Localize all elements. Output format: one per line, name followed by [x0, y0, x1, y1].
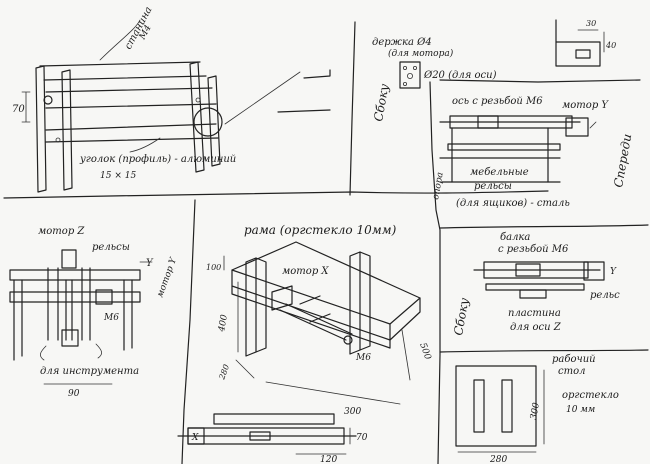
holder-detail-sketch: держка Ø4 (для мотора) Ø20 (для оси) Сбо… — [371, 19, 616, 123]
rels-mid-right-label: рельс — [590, 290, 620, 301]
mebelnye-label: мебельные — [470, 167, 529, 178]
frame-title: рама (оргстекло 10мм) — [244, 223, 397, 237]
motor-z-label: мотор Z — [38, 226, 85, 237]
dim-280-table-label: 280 — [489, 455, 507, 464]
dlya-osi-z-label: для оси Z — [510, 322, 562, 333]
x-bottom-label: X — [191, 433, 199, 443]
plastina-label: пластина — [508, 308, 561, 319]
10mm-label: 10 мм — [566, 405, 595, 415]
dim-300-mid-label: 300 — [344, 407, 361, 417]
dim-400-label: 400 — [217, 314, 230, 334]
relsy-mid-left-label: рельсы — [92, 242, 130, 253]
sperdi-label: Спереди — [611, 133, 634, 189]
motor-x-label: мотор X — [282, 266, 329, 277]
z-axis-sketch: мотор Z рельсы Y мотор Y М6 для инструме… — [9, 226, 179, 399]
dim-120-label: 120 — [320, 455, 337, 464]
dim-70-bottom-label: 70 — [356, 433, 368, 443]
beam-side-sketch: балка с резьбой М6 Y рельс пластина для … — [451, 232, 620, 337]
opora-label: опора — [431, 171, 446, 200]
ugolok-label: уголок (профиль) - алюминий — [79, 154, 236, 165]
dim-500-label: 500 — [417, 342, 432, 362]
dim-100-label: 100 — [206, 263, 221, 272]
y-axis-front-sketch: ось с резьбой М6 мотор Y опора мебельные… — [431, 96, 634, 209]
dim-40-label: 40 — [605, 41, 616, 50]
x-axis-bottom-sketch: X 70 120 — [177, 413, 368, 464]
os-label: ось с резьбой М6 — [452, 96, 543, 107]
panel-dividers — [3, 21, 649, 464]
y-arrow-label: Y — [146, 258, 154, 269]
balka-label: балка — [500, 232, 530, 243]
stanina-sketch: 70 станина М4 уголок (профиль) - алюмини… — [12, 5, 331, 193]
s-rezboy-label: с резьбой М6 — [498, 244, 569, 255]
dlya-yashchikov-label: (для ящиков) - сталь — [456, 198, 570, 209]
size-15x15-label: 15 × 15 — [100, 171, 136, 181]
m6-mid-center-label: М6 — [355, 353, 371, 363]
dim-90-label: 90 — [68, 389, 80, 399]
dlya-instrumenta-label: для инструмента — [40, 366, 139, 377]
motor-y-mid-label: мотор Y — [155, 256, 179, 299]
dim-300-table-label: 300 — [529, 402, 542, 421]
rabochiy-label: рабочий — [552, 354, 596, 365]
y-mid-right-label: Y — [610, 267, 617, 277]
m6-mid-left-label: М6 — [103, 313, 119, 323]
dim-280-mid-label: 280 — [217, 363, 231, 381]
sboku-mid-label: Сбоку — [451, 297, 471, 337]
dim-30-label: 30 — [586, 19, 596, 28]
work-table-sketch: рабочий стол оргстекло 10 мм 300 280 — [455, 354, 619, 464]
motor-y-top-label: мотор Y — [562, 100, 609, 111]
relsy-top-label: рельсы — [474, 181, 512, 192]
derzhka-label: держка Ø4 — [372, 37, 432, 48]
sboku-top-label: Сбоку — [371, 83, 391, 123]
orgsteklo-label: оргстекло — [562, 390, 619, 401]
stol-label: стол — [558, 366, 585, 377]
frame-isometric-sketch: рама (оргстекло 10мм) мотор X М6 100 400… — [206, 223, 433, 417]
dim-70-label: 70 — [12, 104, 25, 115]
d20-label: Ø20 (для оси) — [423, 70, 497, 81]
dlya-motora-label: (для мотора) — [388, 48, 454, 59]
